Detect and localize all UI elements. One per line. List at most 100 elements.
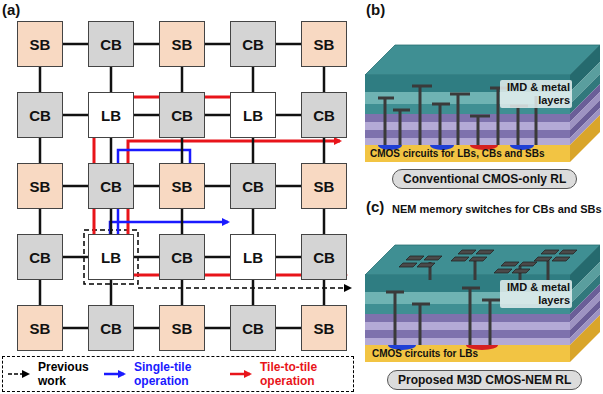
tile-block: SB: [17, 163, 63, 209]
tile-block: CB: [17, 92, 63, 138]
panel-label: CMOS circuits for LBs, CBs and SBs: [370, 148, 544, 160]
routing-wire: [276, 327, 301, 330]
caption-box: Conventional CMOS-only RL: [392, 169, 577, 189]
block-label: CB: [242, 320, 264, 337]
block-label: LB: [101, 107, 121, 124]
block-label: SB: [30, 36, 51, 53]
tile-block: CB: [301, 92, 347, 138]
legend-sample: [7, 369, 35, 379]
block-label: CB: [100, 36, 122, 53]
block-label: SB: [30, 178, 51, 195]
routing-wire: [39, 209, 42, 234]
routing-wire: [276, 256, 301, 259]
block-label: SB: [30, 320, 51, 337]
legend-item: Single-tile operation: [103, 359, 227, 389]
routing-wire: [323, 138, 326, 163]
block-label: CB: [242, 36, 264, 53]
routing-wire: [63, 43, 88, 46]
legend-line: [8, 373, 28, 375]
block-label: LB: [101, 249, 121, 266]
routing-wire: [205, 256, 230, 259]
block-label: CB: [313, 249, 335, 266]
tile-block: CB: [230, 21, 276, 67]
routing-wire: [63, 114, 88, 117]
block-label: SB: [172, 320, 193, 337]
nem-switches: [399, 250, 577, 273]
routing-wire: [323, 209, 326, 234]
block-label: CB: [29, 249, 51, 266]
block-label: Proposed M3D CMOS-NEM RL: [398, 373, 571, 387]
legend-line: [104, 373, 124, 376]
block-label: SB: [314, 320, 335, 337]
tile-block: SB: [301, 21, 347, 67]
tile-block: CB: [230, 163, 276, 209]
panel-label: NEM memory switches for CBs and SBs: [392, 203, 602, 216]
routing-wire: [63, 256, 88, 259]
panel-label: IMD & metal layers: [500, 280, 572, 308]
routing-wire: [134, 185, 159, 188]
routing-wire: [110, 67, 113, 92]
routing-wire: [110, 280, 113, 305]
legend-item: Previous work: [7, 359, 99, 389]
panel-label: IMD & metal layers: [500, 80, 572, 108]
routing-wire: [276, 185, 301, 188]
block-label: CB: [242, 178, 264, 195]
tile-block: CB: [17, 234, 63, 280]
routing-wire: [134, 43, 159, 46]
block-label: SB: [314, 178, 335, 195]
tile-block: CB: [230, 305, 276, 351]
tile-block: CB: [301, 234, 347, 280]
routing-wire: [181, 209, 184, 234]
routing-wire: [252, 209, 255, 234]
tile-block: SB: [301, 163, 347, 209]
routing-wire: [134, 114, 159, 117]
block-label: CB: [29, 107, 51, 124]
routing-wire: [276, 43, 301, 46]
block-label: LB: [243, 249, 263, 266]
cmos-nem-stack: [365, 245, 600, 362]
legend-text: Single-tile operation: [134, 360, 227, 388]
tile-block: CB: [88, 163, 134, 209]
cmos-stack: [365, 45, 600, 162]
block-label: CB: [171, 107, 193, 124]
routing-wire: [63, 185, 88, 188]
tile-block: SB: [17, 21, 63, 67]
tile-block: CB: [159, 92, 205, 138]
panel-label: (c): [366, 198, 384, 215]
routing-wire: [110, 138, 113, 163]
caption-box: Proposed M3D CMOS-NEM RL: [387, 370, 582, 390]
block-label: CB: [100, 320, 122, 337]
block-label: SB: [314, 36, 335, 53]
routing-wire: [205, 114, 230, 117]
routing-wire: [181, 138, 184, 163]
block-label: CB: [313, 107, 335, 124]
routing-wire: [323, 280, 326, 305]
routing-wire: [205, 185, 230, 188]
tile-block: CB: [159, 234, 205, 280]
tile-block: LB: [88, 92, 134, 138]
block-label: CB: [171, 249, 193, 266]
tile-block: LB: [88, 234, 134, 280]
tile-block: CB: [88, 21, 134, 67]
tile-block: SB: [159, 305, 205, 351]
routing-wire: [39, 67, 42, 92]
legend-text: Previous work: [38, 360, 99, 388]
routing-wire: [276, 114, 301, 117]
legend-item: Tile-to-tile operation: [229, 359, 351, 389]
routing-wire: [39, 138, 42, 163]
panel-label: CMOS circuits for LBs: [372, 348, 478, 360]
previous-work-box: [84, 230, 138, 284]
legend-text: Tile-to-tile operation: [260, 360, 351, 388]
routing-wire: [181, 67, 184, 92]
legend-sample: [103, 369, 131, 379]
block-label: Conventional CMOS-only RL: [403, 172, 566, 186]
tile-block: SB: [159, 21, 205, 67]
routing-wire: [205, 327, 230, 330]
routing-wire: [181, 280, 184, 305]
routing-wire: [110, 209, 113, 234]
panel-label: (b): [366, 1, 385, 18]
legend-box: Previous work Single-tile operation Tile-t…: [2, 356, 354, 392]
tile-block: SB: [159, 163, 205, 209]
legend-line: [230, 373, 250, 376]
tile-block: LB: [230, 92, 276, 138]
